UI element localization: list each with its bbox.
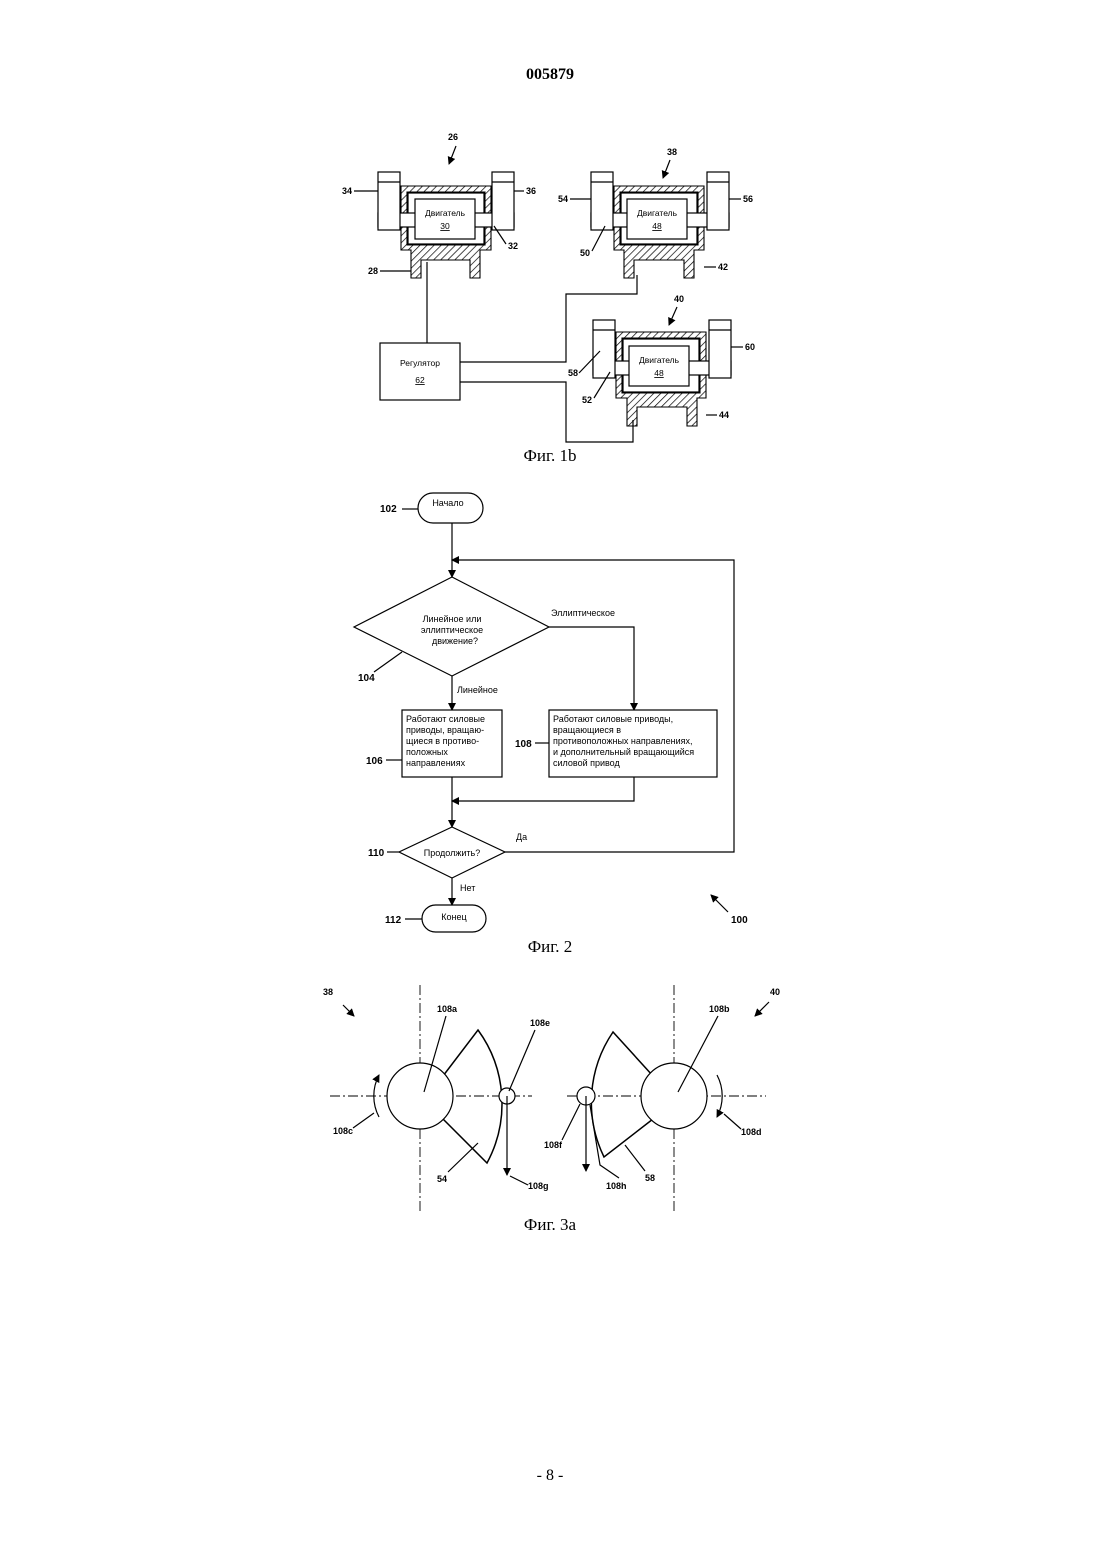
ref-label: 108a: [437, 1004, 458, 1014]
ref-label: 108f: [544, 1140, 563, 1150]
regulator-block: Регулятор 62: [380, 343, 460, 400]
yes-label: Да: [516, 832, 527, 842]
start-label: Начало: [432, 498, 463, 508]
ref-label: 38: [323, 987, 333, 997]
ref-label: 34: [342, 186, 352, 196]
box-line: и дополнительный вращающийся: [553, 747, 694, 757]
no-label: Нет: [460, 883, 475, 893]
motor-ref: 48: [652, 221, 662, 231]
ref-label: 56: [743, 194, 753, 204]
box-line: положных: [406, 747, 448, 757]
branch-linear-label: Линейное: [457, 685, 498, 695]
page-number: - 8 -: [0, 1467, 1100, 1485]
ref-label: 44: [719, 410, 729, 420]
decision-line: Линейное или: [423, 614, 482, 624]
branch-elliptic-label: Эллиптическое: [551, 608, 615, 618]
process-box-108: Работают силовые приводы, вращающиеся в …: [515, 710, 717, 777]
box-line: направлениях: [406, 758, 466, 768]
ref-label: 54: [558, 194, 568, 204]
figure-1b-caption: Фиг. 1b: [0, 446, 1100, 466]
ref-label: 110: [368, 848, 385, 859]
ref-label: 32: [508, 241, 518, 251]
box-line: Работают силовые приводы,: [553, 714, 673, 724]
drive-unit-26: Двигатель 30 26 34 36 32 28: [342, 132, 536, 278]
ref-label: 100: [731, 915, 748, 926]
figure-3a: 38 108a 108e 108c 54 108g 40 108b 108f 1…: [0, 975, 1100, 1225]
motor-label: Двигатель: [637, 208, 678, 218]
eccentric-assembly-right: 40 108b 108f 108d 108h 58: [544, 985, 780, 1211]
ref-label: 108: [515, 739, 532, 750]
box-line: щиеся в противо-: [406, 736, 479, 746]
eccentric-assembly-left: 38 108a 108e 108c 54 108g: [323, 985, 550, 1211]
ref-label: 60: [745, 342, 755, 352]
box-line: Работают силовые: [406, 714, 485, 724]
motor-label: Двигатель: [425, 208, 466, 218]
ref-label: 36: [526, 186, 536, 196]
start-terminal: Начало 102: [380, 493, 483, 523]
ref-label: 58: [568, 368, 578, 378]
process-box-106: Работают силовые приводы, вращаю- щиеся …: [366, 710, 502, 777]
end-label: Конец: [441, 912, 466, 922]
decision-line: движение?: [432, 636, 478, 646]
decision-line: эллиптическое: [421, 625, 483, 635]
drive-unit-38: Двигатель 48 38 54 56 50 42: [558, 147, 753, 278]
ref-label: 106: [366, 756, 383, 767]
ref-label: 54: [437, 1174, 447, 1184]
motor-label: Двигатель: [639, 355, 680, 365]
drive-unit-40: Двигатель 48 40 58 60 52 44: [568, 294, 755, 426]
decision-continue: Продолжить? 110: [368, 827, 505, 878]
box-line: вращающиеся в: [553, 725, 621, 735]
ref-label: 40: [770, 987, 780, 997]
figure-1b: Двигатель 30 26 34 36 32 28 Двигатель 48…: [0, 0, 1100, 460]
ref-label: 42: [718, 262, 728, 272]
box-line: силовой привод: [553, 758, 620, 768]
ref-label: 108d: [741, 1127, 762, 1137]
ref-label: 40: [674, 294, 684, 304]
ref-label: 102: [380, 504, 397, 515]
ref-label: 104: [358, 673, 375, 684]
ref-label: 52: [582, 395, 592, 405]
ref-label: 108g: [528, 1181, 549, 1191]
ref-label: 108e: [530, 1018, 550, 1028]
figure-2-caption: Фиг. 2: [0, 937, 1100, 957]
motor-ref: 48: [654, 368, 664, 378]
ref-label: 26: [448, 132, 458, 142]
figure-3a-caption: Фиг. 3а: [0, 1215, 1100, 1235]
box-line: противоположных направлениях,: [553, 736, 692, 746]
ref-label: 28: [368, 266, 378, 276]
motor-ref: 30: [440, 221, 450, 231]
ref-label: 112: [385, 915, 402, 926]
decision-motion-type: Линейное или эллиптическое движение? 104: [354, 577, 549, 684]
ref-label: 38: [667, 147, 677, 157]
regulator-ref: 62: [415, 375, 425, 385]
end-terminal: Конец 112: [385, 905, 486, 932]
ref-label: 50: [580, 248, 590, 258]
figure-2-flowchart: Начало 102 Линейное или эллиптическое дв…: [0, 480, 1100, 950]
ref-label: 108h: [606, 1181, 627, 1191]
ref-label: 108c: [333, 1126, 353, 1136]
regulator-label: Регулятор: [400, 358, 440, 368]
ref-label: 108b: [709, 1004, 730, 1014]
continue-label: Продолжить?: [424, 848, 480, 858]
ref-label: 58: [645, 1173, 655, 1183]
box-line: приводы, вращаю-: [406, 725, 484, 735]
